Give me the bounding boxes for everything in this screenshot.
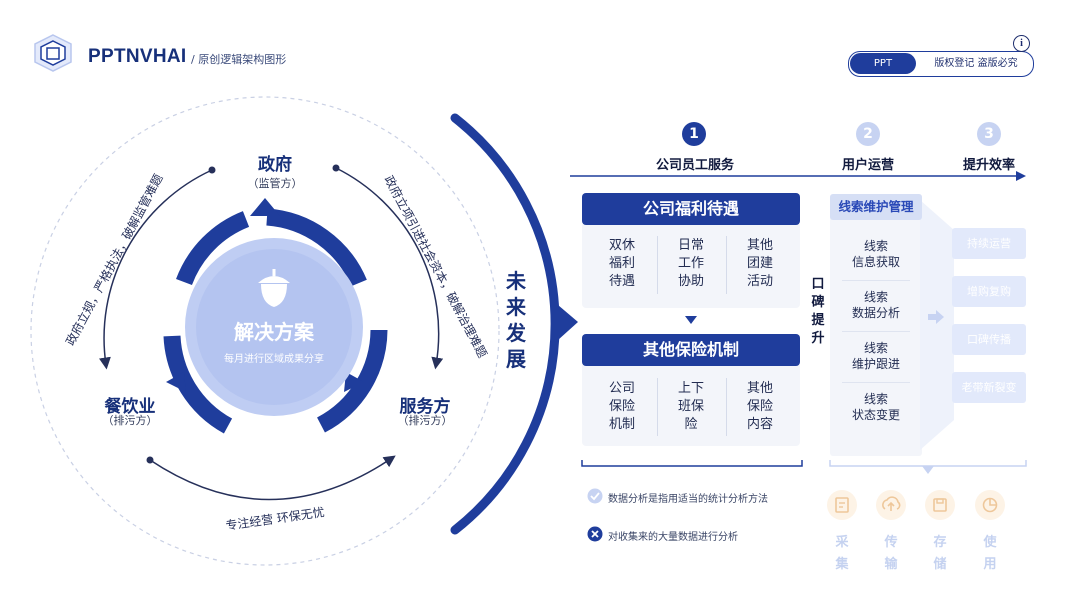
- future-arc: [450, 113, 560, 535]
- lead-item-1: 线索 信息获取: [851, 239, 900, 269]
- stage-label-use: 使用: [983, 535, 997, 572]
- node-government-sub: （监管方）: [247, 177, 303, 190]
- divider: [657, 378, 658, 436]
- arc-arrow-left: [98, 169, 213, 370]
- arc-arrow-right: [335, 167, 444, 370]
- step-1-badge: 1: [682, 122, 706, 146]
- welfare-cell-3: 其他 团建 活动: [746, 238, 773, 289]
- lead-item-4: 线索 状态变更: [851, 392, 900, 422]
- down-arrow-icon: [685, 316, 697, 324]
- acorn-icon: [258, 269, 290, 307]
- center-title: 解决方案: [234, 320, 314, 344]
- ppt-button[interactable]: PPT: [850, 53, 916, 74]
- cycle-diagram: [30, 96, 578, 566]
- node-catering-title: 餐饮业: [104, 397, 156, 417]
- outcome-box-4: 老带新裂变: [952, 372, 1026, 403]
- stage-label-transfer: 传输: [884, 535, 898, 572]
- copyright-button[interactable]: 版权登记 盗版必究: [934, 58, 1018, 69]
- edit-icon: [827, 490, 857, 520]
- ring-pointer-top: [250, 198, 280, 216]
- step-2-label: 用户运营: [841, 158, 894, 173]
- insurance-cell-1: 公司 保险 机制: [608, 381, 635, 432]
- outer-dashed-ring: [30, 96, 500, 566]
- stage-label-collect: 采集: [835, 535, 849, 572]
- node-service-sub: （排污方）: [397, 414, 453, 427]
- lead-item-3: 线索 维护跟进: [851, 341, 900, 371]
- node-catering-sub: （排污方）: [102, 414, 158, 427]
- leads-fan-shape: [920, 200, 954, 450]
- node-government-title: 政府: [258, 155, 292, 175]
- brand-subtitle: / 原创逻辑架构图形: [191, 53, 287, 66]
- leads-title: 线索维护管理: [830, 194, 922, 220]
- outcome-box-3: 口碑传播: [952, 324, 1026, 355]
- divider: [726, 236, 727, 294]
- divider: [657, 236, 658, 294]
- step-3-badge: 3: [977, 122, 1001, 146]
- welfare-card: [582, 222, 800, 308]
- timeline-axis: [570, 171, 1026, 181]
- check-icon: [587, 488, 603, 504]
- welfare-card-title: 公司福利待遇: [582, 193, 800, 225]
- legend-text-2: 对收集来的大量数据进行分析: [608, 532, 738, 543]
- word-of-mouth-label: 口碑提升: [811, 277, 825, 346]
- divider: [842, 382, 910, 383]
- logo-icon: [34, 34, 72, 72]
- welfare-cell-1: 双休 福利 待遇: [608, 238, 635, 289]
- insurance-cell-3: 其他 保险 内容: [746, 381, 773, 432]
- arc-arrow-bottom: [149, 455, 396, 501]
- bracket-right: [829, 460, 1027, 474]
- outcome-box-1: 持续运营: [952, 228, 1026, 259]
- pie-chart-icon: [975, 490, 1005, 520]
- brand-title: PPTNVHAI: [88, 46, 187, 67]
- lead-item-2: 线索 数据分析: [851, 290, 900, 320]
- divider: [842, 280, 910, 281]
- outcome-box-2: 增购复购: [952, 276, 1026, 307]
- cross-icon: [587, 526, 603, 542]
- future-label: 未来发展: [506, 269, 526, 371]
- ring-pointer-left: [166, 372, 186, 392]
- step-3-label: 提升效率: [962, 158, 1015, 173]
- future-arc-arrow: [558, 305, 578, 340]
- step-1-label: 公司员工服务: [655, 158, 734, 173]
- divider: [726, 378, 727, 436]
- leads-card: [830, 194, 922, 456]
- bracket-left: [581, 460, 803, 467]
- ring-pointer-right: [344, 372, 364, 392]
- center-subtitle: 每月进行区域成果分享: [224, 354, 324, 365]
- welfare-cell-2: 日常 工作 协助: [677, 238, 704, 289]
- segmented-ring: [163, 208, 388, 434]
- divider: [842, 331, 910, 332]
- stage-label-store: 存储: [933, 535, 947, 572]
- upload-icon: [876, 490, 906, 520]
- insurance-card: [582, 362, 800, 446]
- step-2-badge: 2: [856, 122, 880, 146]
- legend-text-1: 数据分析是指用适当的统计分析方法: [608, 494, 768, 505]
- save-icon: [925, 490, 955, 520]
- node-service-title: 服务方: [399, 397, 451, 417]
- insurance-cell-2: 上下 班保 险: [677, 381, 704, 432]
- insurance-card-title: 其他保险机制: [582, 334, 800, 366]
- info-icon[interactable]: i: [1013, 35, 1030, 52]
- right-arrow-icon: [928, 310, 944, 324]
